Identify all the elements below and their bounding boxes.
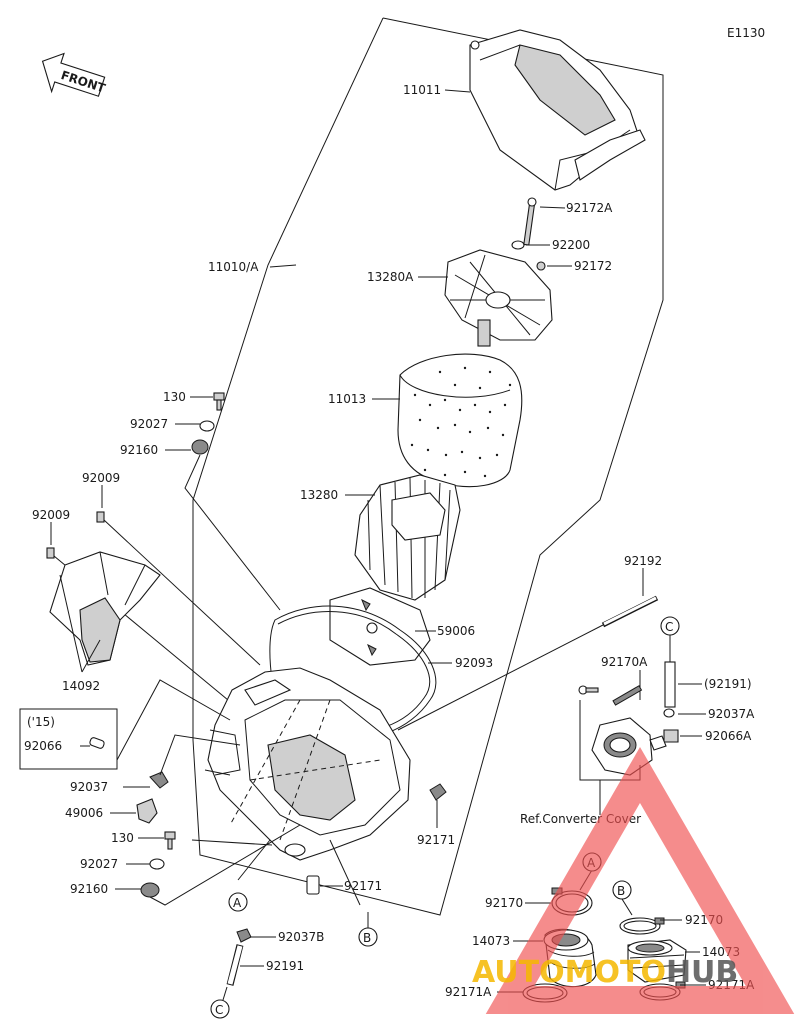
tube-14073-right (627, 939, 687, 983)
callout-13280: 13280 (300, 488, 338, 502)
screw-92172 (536, 261, 546, 271)
clamp-92037b (236, 928, 252, 943)
watermark-part1: AUTOMOTO (472, 955, 666, 990)
watermark-part2: HUB (666, 955, 738, 990)
callout-92093: 92093 (455, 656, 493, 670)
svg-text:AUTOMOTOHUB: AUTOMOTOHUB (472, 955, 738, 990)
callout-92037a: 92037A (708, 707, 755, 721)
filter-cage-13280 (354, 474, 461, 601)
frame-link (191, 839, 273, 846)
grommet-92160-lower (140, 882, 160, 898)
callout-92191-ref: (92191) (704, 677, 752, 691)
filter-cage-top-13280a (444, 249, 553, 347)
clip-92171-a (429, 783, 447, 801)
callout-11013: 11013 (328, 392, 366, 406)
bolt-small-converter (578, 685, 599, 695)
screw-92009-b (46, 547, 55, 559)
callout-11010a: 11010/A (208, 260, 259, 274)
marker-b-left-label: B (363, 931, 371, 945)
diagram-code: E1130 (727, 26, 765, 40)
rod-92192 (601, 595, 659, 628)
bolt-130-lower (164, 831, 176, 850)
collar-92027-lower (149, 858, 165, 870)
hose-92191-ref (664, 661, 676, 708)
hose-92191 (226, 944, 244, 986)
callout-92160-lower: 92160 (70, 882, 108, 896)
duct-cover-14092 (49, 551, 161, 666)
plate-59006 (329, 587, 431, 666)
callout-92170a-right: 92170A (601, 655, 648, 669)
washer-92200 (511, 240, 525, 250)
callout-92009-b: 92009 (32, 508, 70, 522)
bolt-92172a (523, 197, 537, 246)
callout-13280a: 13280A (367, 270, 414, 284)
clamp-92037 (149, 771, 169, 789)
callout-130-lower: 130 (111, 831, 134, 845)
callout-92200: 92200 (552, 238, 590, 252)
cap-92066 (89, 737, 105, 749)
callout-92171-a: 92171 (417, 833, 455, 847)
callout-92027-upper: 92027 (130, 417, 168, 431)
marker-a-left-label: A (233, 896, 242, 910)
callout-92027-lower: 92027 (80, 857, 118, 871)
marker-b-right-label: B (617, 884, 625, 898)
callout-92171-b: 92171 (344, 879, 382, 893)
callout-92009-a: 92009 (82, 471, 120, 485)
airbox-cover (469, 29, 646, 191)
marker-a-left (228, 892, 248, 912)
year-note: ('15) (27, 715, 55, 729)
callout-92037b: 92037B (278, 930, 324, 944)
callout-92170-left: 92170 (485, 896, 523, 910)
marker-c-left-label: C (215, 1003, 223, 1017)
callout-92160-upper: 92160 (120, 443, 158, 457)
assembly-frame (192, 17, 664, 916)
foam-filter-11013 (397, 353, 523, 488)
clip-92171-b (306, 875, 320, 895)
callout-92066: 92066 (24, 739, 62, 753)
year-note-box (19, 708, 118, 770)
clamp-92037a (663, 708, 675, 718)
airbox-housing (204, 667, 411, 861)
hose-clamp-92170-right (619, 917, 665, 935)
callout-14092: 14092 (62, 679, 100, 693)
bolt-92170a (612, 685, 643, 706)
callout-92171a-left: 92171A (445, 985, 492, 999)
cap-92066a (663, 729, 679, 743)
callout-59006: 59006 (437, 624, 475, 638)
callout-92037: 92037 (70, 780, 108, 794)
callout-130-upper: 130 (163, 390, 186, 404)
callout-92191: 92191 (266, 959, 304, 973)
callout-92172a: 92172A (566, 201, 613, 215)
front-arrow-icon: FRONT (41, 52, 108, 97)
callout-92066a: 92066A (705, 729, 752, 743)
damper-49006 (136, 798, 158, 824)
watermark-logo: AUTOMOTOHUB (472, 747, 795, 1014)
screw-92009-a (96, 511, 105, 523)
callout-11011: 11011 (403, 83, 441, 97)
marker-c-right-label: C (665, 620, 673, 634)
callout-49006: 49006 (65, 806, 103, 820)
warning-triangle-icon (485, 747, 795, 1014)
callout-14073-left: 14073 (472, 934, 510, 948)
marker-b-left (358, 927, 378, 947)
callout-92172: 92172 (574, 259, 612, 273)
callout-92192: 92192 (624, 554, 662, 568)
fastener-stack-upper (191, 392, 225, 455)
marker-c-left (210, 999, 230, 1019)
